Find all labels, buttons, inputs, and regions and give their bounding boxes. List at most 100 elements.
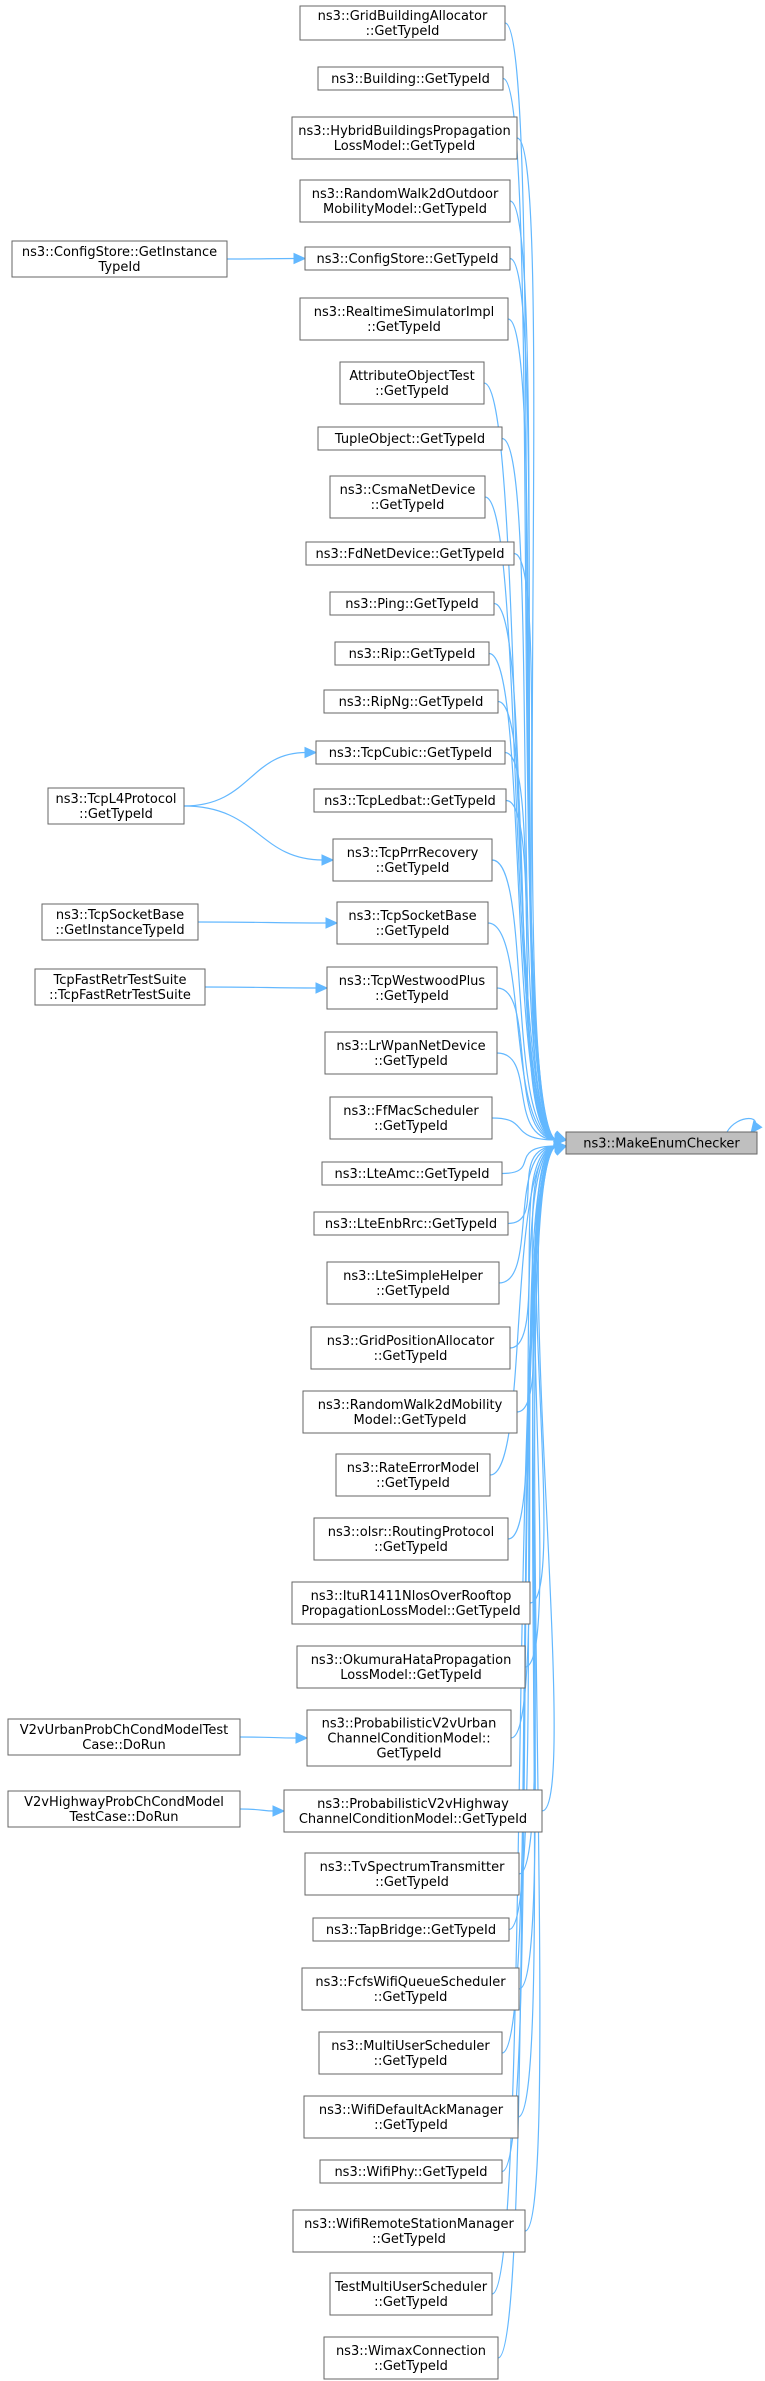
node-building[interactable]: ns3::Building::GetTypeId [317,66,504,91]
node-fd-net-device[interactable]: ns3::FdNetDevice::GetTypeId [305,541,515,566]
node-wifi-default-ack-manager[interactable]: ns3::WifiDefaultAckManager::GetTypeId [303,2095,519,2139]
node-box [315,740,506,765]
node-config-store[interactable]: ns3::ConfigStore::GetTypeId [304,246,511,271]
node-tcp-socket-base[interactable]: ns3::TcpSocketBase::GetTypeId [336,901,489,945]
arrowhead [304,746,318,759]
node-box [326,966,498,1010]
node-attribute-object-test[interactable]: AttributeObjectTest::GetTypeId [339,361,485,405]
node-label-line: ns3::FcfsWifiQueueScheduler [315,1975,506,1990]
node-ping[interactable]: ns3::Ping::GetTypeId [329,591,495,616]
node-box [7,1790,241,1828]
node-realtime-simulator[interactable]: ns3::RealtimeSimulatorImpl::GetTypeId [299,297,509,341]
node-rip[interactable]: ns3::Rip::GetTypeId [334,641,490,666]
edge-fd-net-device [513,552,557,1141]
nodes-layer: ns3::MakeEnumChecker ns3::GridBuildingAll… [7,5,758,2380]
node-label-line: ChannelConditionModel:: [327,1732,490,1747]
node-box [313,788,507,813]
node-grid-position-allocator[interactable]: ns3::GridPositionAllocator::GetTypeId [310,1326,511,1370]
arrowhead [553,1144,568,1156]
node-label-line: MobilityModel::GetTypeId [323,202,487,217]
edge-tcp-socket-base-instance-to-tcp-socket-base [197,921,328,924]
node-label-line: Case::DoRun [82,1738,165,1753]
node-random-walk-2d-outdoor[interactable]: ns3::RandomWalk2dOutdoorMobilityModel::G… [299,179,511,223]
node-box [11,240,228,278]
node-box [339,361,485,405]
node-label-line: ::GetTypeId [375,384,449,399]
node-wifi-remote-station-manager[interactable]: ns3::WifiRemoteStationManager::GetTypeId [292,2209,526,2253]
node-label-line: ns3::FfMacScheduler [343,1104,479,1119]
node-label-line: TestCase::DoRun [68,1810,178,1825]
node-label-line: ns3::LteEnbRrc::GetTypeId [325,1217,497,1232]
node-lte-simple-helper[interactable]: ns3::LteSimpleHelper::GetTypeId [326,1261,500,1305]
node-label-line: ns3::ItuR1411NlosOverRooftop [311,1589,512,1604]
node-tcp-socket-base-instance[interactable]: ns3::TcpSocketBase::GetInstanceTypeId [41,903,199,941]
node-prob-v2v-urban[interactable]: ns3::ProbabilisticV2vUrbanChannelConditi… [306,1709,512,1767]
node-label-line: ns3::TcpWestwoodPlus [339,974,486,989]
node-tcp-westwood-plus[interactable]: ns3::TcpWestwoodPlus::GetTypeId [326,966,498,1010]
node-box [329,2272,493,2316]
node-tcp-cubic[interactable]: ns3::TcpCubic::GetTypeId [315,740,506,765]
node-tuple-object[interactable]: TupleObject::GetTypeId [317,426,503,451]
node-hybrid-buildings[interactable]: ns3::HybridBuildingsPropagationLossModel… [291,116,518,160]
node-itu-r1411[interactable]: ns3::ItuR1411NlosOverRooftopPropagationL… [291,1581,531,1625]
node-label-line: ns3::RealtimeSimulatorImpl [314,305,495,320]
node-box [292,2209,526,2253]
node-box [283,1789,543,1833]
node-lr-wpan-net-device[interactable]: ns3::LrWpanNetDevice::GetTypeId [324,1031,498,1075]
node-box [312,1917,510,1942]
node-test-multi-user-scheduler[interactable]: TestMultiUserScheduler::GetTypeId [329,2272,493,2316]
node-label-line: ::GetTypeId [374,1349,448,1364]
node-tcp-l4-protocol[interactable]: ns3::TcpL4Protocol::GetTypeId [47,787,185,825]
edge-prob-v2v-highway [537,1145,557,1812]
edge-lte-enb-rrc [507,1145,557,1225]
node-box [317,426,503,451]
node-csma-net-device[interactable]: ns3::CsmaNetDevice::GetTypeId [329,475,486,519]
node-label-line: ns3::TcpCubic::GetTypeId [329,746,492,761]
node-box [318,2031,503,2075]
node-rate-error-model[interactable]: ns3::RateErrorModel::GetTypeId [335,1453,491,1497]
node-box [329,475,486,519]
node-tcp-prr-recovery[interactable]: ns3::TcpPrrRecovery::GetTypeId [332,838,493,882]
node-box [323,689,499,714]
arrowhead [750,1120,763,1134]
node-label-line: ns3::RandomWalk2dMobility [318,1398,503,1413]
node-label-line: TestMultiUserScheduler [334,2280,488,2295]
edge-realtime-simulator [507,318,557,1141]
node-multi-user-scheduler[interactable]: ns3::MultiUserScheduler::GetTypeId [318,2031,503,2075]
node-prob-v2v-highway[interactable]: ns3::ProbabilisticV2vHighwayChannelCondi… [283,1789,543,1833]
node-label-line: V2vHighwayProbChCondModel [24,1795,224,1810]
node-rip-ng[interactable]: ns3::RipNg::GetTypeId [323,689,499,714]
node-make-enum-checker[interactable]: ns3::MakeEnumChecker [565,1131,758,1155]
node-wifi-phy[interactable]: ns3::WifiPhy::GetTypeId [319,2159,503,2184]
node-tcp-ledbat[interactable]: ns3::TcpLedbat::GetTypeId [313,788,507,813]
node-label-line: TypeId [98,260,141,275]
node-tap-bridge[interactable]: ns3::TapBridge::GetTypeId [312,1917,510,1942]
node-okumura-hata[interactable]: ns3::OkumuraHataPropagationLossModel::Ge… [296,1645,526,1689]
node-ff-mac-scheduler[interactable]: ns3::FfMacScheduler::GetTypeId [329,1096,493,1140]
node-lte-amc[interactable]: ns3::LteAmc::GetTypeId [321,1161,503,1186]
node-box [304,246,511,271]
node-lte-enb-rrc[interactable]: ns3::LteEnbRrc::GetTypeId [313,1211,509,1236]
node-config-store-get-instance[interactable]: ns3::ConfigStore::GetInstanceTypeId [11,240,228,278]
node-olsr-routing-protocol[interactable]: ns3::olsr::RoutingProtocol::GetTypeId [313,1517,509,1561]
edge-tcp-l4-protocol-to-tcp-prr-recovery [183,805,324,861]
node-label-line: ns3::Rip::GetTypeId [349,647,476,662]
node-random-walk-2d-mobility[interactable]: ns3::RandomWalk2dMobilityModel::GetTypeI… [302,1390,518,1434]
node-label-line: ns3::CsmaNetDevice [340,483,476,498]
node-fcfs-wifi-queue-scheduler[interactable]: ns3::FcfsWifiQueueScheduler::GetTypeId [301,1967,520,2011]
node-grid-building-allocator[interactable]: ns3::GridBuildingAllocator::GetTypeId [299,5,506,41]
node-wimax-connection[interactable]: ns3::WimaxConnection::GetTypeId [323,2336,499,2380]
node-label-line: ::TcpFastRetrTestSuite [49,988,191,1003]
node-label-line: ::GetTypeId [366,24,440,39]
node-box [313,1517,509,1561]
node-label-line: ::GetTypeId [376,924,450,939]
node-label-line: ::GetTypeId [375,1875,449,1890]
edge-wifi-remote-station-manager [524,1145,557,2232]
node-tcp-fast-retr-test-suite[interactable]: TcpFastRetrTestSuite::TcpFastRetrTestSui… [34,968,206,1006]
node-box [332,838,493,882]
node-tv-spectrum-transmitter[interactable]: ns3::TvSpectrumTransmitter::GetTypeId [304,1852,520,1896]
edge-v2v-urban-test-case-to-prob-v2v-urban [239,1736,298,1739]
node-label-line: ns3::MakeEnumChecker [583,1137,740,1152]
